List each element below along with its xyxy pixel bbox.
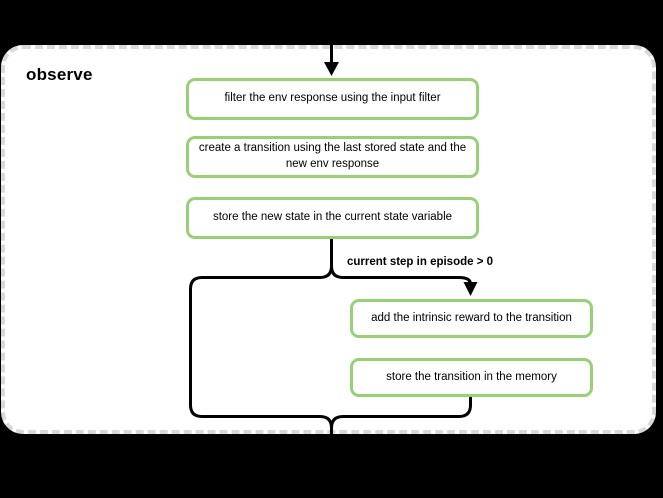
flow-step-label: add the intrinsic reward to the transiti… [371,311,572,324]
flow-step-create-transition: create a transition using the last store… [186,136,479,178]
flow-step-label: store the transition in the memory [386,370,557,383]
condition-label: current step in episode > 0 [347,256,494,268]
flow-step-label: store the new state in the current state… [212,211,453,224]
flow-step-add-intrinsic-reward: add the intrinsic reward to the transiti… [350,299,593,338]
flow-step-label: filter the env response using the input … [224,92,441,105]
group-title: observe [26,65,93,84]
flow-step-store-transition-memory: store the transition in the memory [350,358,593,397]
flow-step-label: create a transition using the last store… [198,142,467,170]
flow-step-store-new-state: store the new state in the current state… [186,197,479,239]
flow-step-filter-env-response: filter the env response using the input … [186,78,479,120]
